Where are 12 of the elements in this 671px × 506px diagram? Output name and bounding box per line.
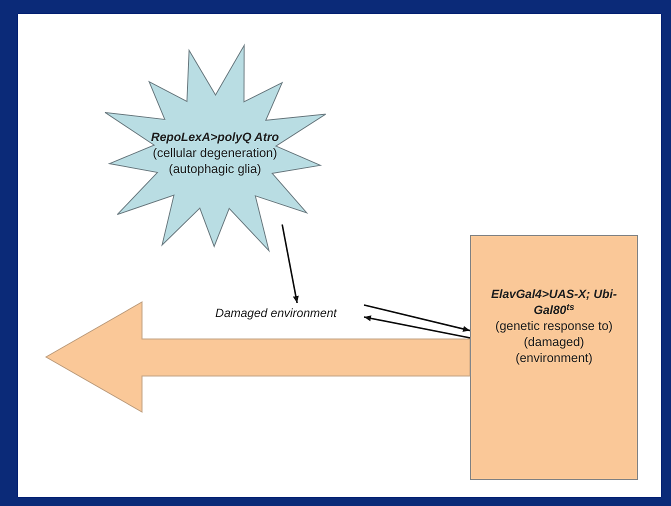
arrow (281, 224, 299, 304)
arrow (364, 315, 470, 339)
gene-label: ElavGal4>UAS-X; Ubi-Gal80$^{ts}$ (490, 286, 618, 318)
description-text: Damaged environment (215, 305, 337, 321)
description-text: (cellular degeneration) (152, 144, 278, 160)
arrow (364, 304, 470, 332)
description-text: (autophagic glia) (168, 160, 262, 176)
description-text: (damaged) (524, 334, 584, 350)
gene-label: RepoLexA>polyQ Atro (151, 128, 279, 144)
description-text: (genetic response to) (495, 318, 613, 334)
response-box (470, 235, 638, 480)
description-text: (environment) (515, 350, 593, 366)
